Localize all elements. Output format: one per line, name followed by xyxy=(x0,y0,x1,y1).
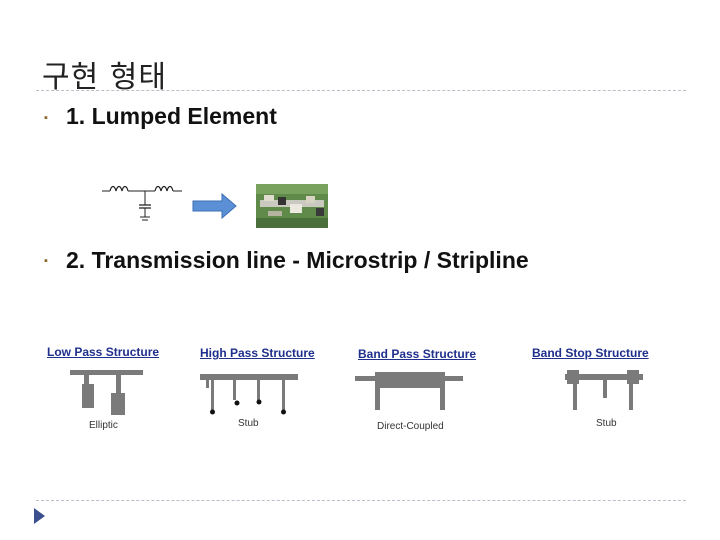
slide-title: 구현 형태 xyxy=(42,60,167,95)
right-arrow-icon xyxy=(192,192,237,220)
label-elliptic: Elliptic xyxy=(89,420,118,431)
band-pass-structure xyxy=(355,372,463,410)
footer-rule xyxy=(36,500,686,501)
lumped-schematic xyxy=(102,185,182,221)
bullet-icon: ▪ xyxy=(44,112,48,124)
label-stub-high: Stub xyxy=(238,418,259,429)
bullet-icon: ▪ xyxy=(44,255,48,267)
high-pass-structure xyxy=(200,374,298,415)
play-arrow-icon[interactable] xyxy=(34,508,45,524)
title-rule xyxy=(36,90,686,91)
heading-lumped-element: 1. Lumped Element xyxy=(66,103,277,129)
label-stub-stop: Stub xyxy=(596,418,617,429)
heading-transmission-line: 2. Transmission line - Microstrip / Stri… xyxy=(66,247,529,273)
label-direct-coupled: Direct-Coupled xyxy=(377,421,444,432)
band-stop-structure xyxy=(565,370,643,410)
caption-high-pass: High Pass Structure xyxy=(200,346,315,360)
caption-band-pass: Band Pass Structure xyxy=(358,347,477,361)
lumped-board-photo xyxy=(256,184,328,228)
caption-low-pass: Low Pass Structure xyxy=(47,345,160,359)
low-pass-structure xyxy=(70,370,143,415)
caption-band-stop: Band Stop Structure xyxy=(532,346,649,360)
